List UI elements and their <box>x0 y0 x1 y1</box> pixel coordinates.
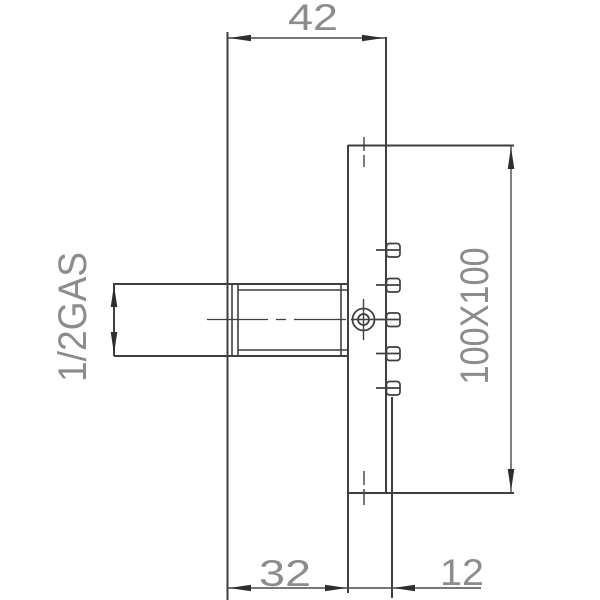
arrow-32-left <box>229 584 251 592</box>
dim-text-32: 32 <box>259 553 311 594</box>
mounting-plate <box>347 144 514 598</box>
arrow-32-right <box>325 584 347 592</box>
dimension-texts: 42 100X100 1/2GAS 32 12 <box>51 0 497 594</box>
clip <box>376 312 401 328</box>
arrow-42-right <box>362 34 384 42</box>
threaded-nipple <box>113 283 348 357</box>
clip <box>376 346 401 362</box>
fixing-clips <box>376 242 401 396</box>
arrow-42-left <box>229 34 251 42</box>
arrow-100-bottom <box>507 469 515 491</box>
screw-hole <box>351 299 378 340</box>
dim-text-42: 42 <box>288 0 338 38</box>
dimension-lines <box>228 37 512 589</box>
arrow-12-left <box>393 584 415 592</box>
clip <box>376 380 401 396</box>
dim-text-12: 12 <box>440 552 484 593</box>
dim-text-thread: 1/2GAS <box>51 252 95 382</box>
arrow-100-top <box>507 147 515 169</box>
arrow-thread-bottom <box>110 332 118 354</box>
clip <box>376 277 401 293</box>
wall-section <box>226 32 387 600</box>
clip <box>376 242 401 258</box>
object-lines <box>113 32 514 600</box>
dimension-arrows <box>110 34 515 592</box>
dim-text-100x100: 100X100 <box>453 248 497 385</box>
arrow-thread-top <box>110 285 118 307</box>
